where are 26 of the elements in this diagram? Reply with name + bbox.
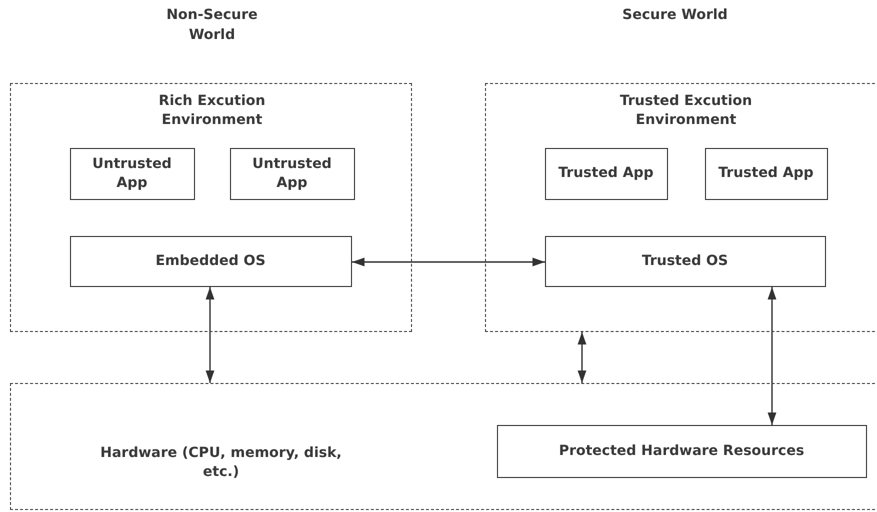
bidirectional-arrow [352,258,545,266]
hardware-container [10,383,877,510]
box-label: Trusted OS [640,252,730,270]
world-heading: Secure World [621,6,729,25]
component-box [544,148,668,200]
component-box [70,236,352,286]
bidirectional-arrow [578,332,586,383]
box-label: Trusted App [557,164,655,183]
environment-container [485,83,877,332]
world-heading: Non-Secure World [165,6,259,45]
bidirectional-arrow [768,287,776,425]
box-label: Embedded OS [154,252,267,270]
environment-container [10,83,412,332]
component-box [70,148,194,200]
container-title: Trusted Excution Environment [618,92,754,130]
component-box [230,148,354,200]
box-label: Untrusted App [91,154,173,192]
container-title: Rich Excution Environment [158,92,266,130]
box-label: Untrusted App [251,154,333,192]
box-label: Protected Hardware Resources [558,442,806,460]
component-box [496,424,866,478]
component-box [544,236,826,286]
box-label: Trusted App [717,164,815,183]
bidirectional-arrow [206,287,214,383]
container-title: Hardware (CPU, memory, disk, etc.) [99,444,343,482]
component-box [704,148,828,200]
